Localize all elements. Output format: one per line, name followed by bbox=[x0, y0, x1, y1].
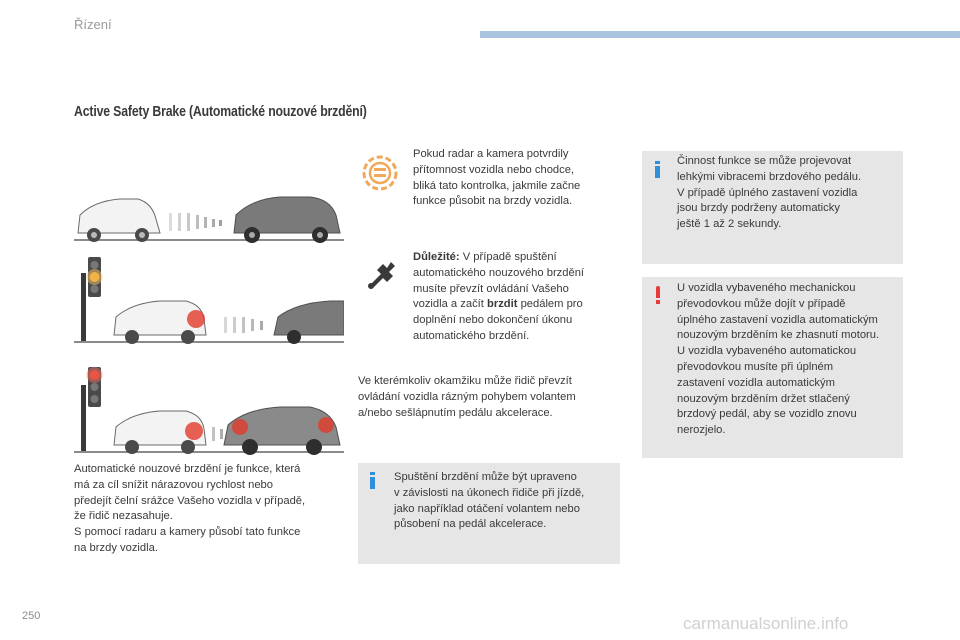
info-line: Činnost funkce se může projevovat bbox=[677, 155, 852, 167]
driver-takeover-icon bbox=[368, 262, 395, 289]
info-text: Činnost funkce se může projevovat lehkým… bbox=[677, 154, 899, 233]
intro-text: Automatické nouzové brzdění je funkce, k… bbox=[74, 462, 344, 557]
brake-alert-icon bbox=[362, 155, 398, 191]
important-bold: brzdit bbox=[487, 298, 518, 311]
override-line: ovládání vozidla rázným pohybem volantem bbox=[358, 390, 576, 403]
info-line: v závislosti na úkonech řidiče při jízdě… bbox=[394, 486, 585, 499]
important-text: Důležité: V případě spuštění automatické… bbox=[413, 250, 613, 345]
warning-line: zastavení vozidla automatickým bbox=[677, 376, 835, 389]
intro-line: Automatické nouzové brzdění je funkce, k… bbox=[74, 463, 301, 475]
important-line-brake: vozidla a začít brzdit pedálem pro bbox=[413, 297, 613, 313]
alert-line: funkce působit na brzdy vozidla. bbox=[413, 195, 573, 208]
warning-line: U vozidla vybaveného automatickou bbox=[677, 345, 857, 358]
intro-line: S pomocí radaru a kamery působí tato fun… bbox=[74, 526, 301, 539]
important-line: doplnění nebo dokončení úkonu bbox=[413, 314, 573, 327]
important-line: automatického brzdění. bbox=[413, 329, 530, 342]
warning-line: nouzovým brzděním držet stlačený bbox=[677, 392, 850, 405]
warning-box-transmission: U vozidla vybaveného mechanickou převodo… bbox=[642, 277, 903, 458]
important-line: musíte převzít ovládání Vašeho bbox=[413, 282, 569, 295]
important-pre: vozidla a začít bbox=[413, 298, 484, 311]
important-post: pedálem pro bbox=[520, 298, 583, 311]
info-box-vibration: Činnost funkce se může projevovat lehkým… bbox=[642, 151, 903, 264]
important-line: automatického nouzového brzdění bbox=[413, 266, 585, 279]
intro-line: má za cíl snížit nárazovou rychlost nebo bbox=[74, 478, 273, 491]
info-icon bbox=[369, 472, 376, 489]
important-first: V případě spuštění bbox=[462, 251, 557, 263]
alert-line: Pokud radar a kamera potvrdily bbox=[413, 148, 569, 160]
alert-line: přítomnost vozidla nebo chodce, bbox=[413, 163, 575, 176]
warning-text: U vozidla vybaveného mechanickou převodo… bbox=[677, 281, 901, 439]
override-line: a/nebo sešlápnutím pedálu akcelerace. bbox=[358, 406, 553, 419]
intro-line: že řidič nezasahuje. bbox=[74, 510, 173, 523]
illustration-car-approach bbox=[74, 196, 344, 243]
warning-line: úplného zastavení vozidla automatickým bbox=[677, 313, 878, 326]
warning-line: nouzovým brzděním ke zhasnutí motoru. bbox=[677, 329, 880, 342]
warning-line: převodovkou může dojít v případě bbox=[677, 297, 846, 310]
intro-line: předejít čelní srážce Vašeho vozidla v p… bbox=[74, 494, 306, 507]
illustration-emergency-braking bbox=[74, 367, 344, 455]
info-line: V případě úplného zastavení vozidla bbox=[677, 186, 858, 199]
override-line: Ve kterémkoliv okamžiku může řidič převz… bbox=[358, 375, 572, 387]
info-line: působení na pedál akcelerace. bbox=[394, 518, 547, 531]
info-line: jsou brzdy podrženy automaticky bbox=[677, 202, 840, 215]
important-line-first: Důležité: V případě spuštění bbox=[413, 250, 613, 266]
alert-line: bliká tato kontrolka, jakmile začne bbox=[413, 179, 581, 192]
info-text: Spuštění brzdění může být upraveno v záv… bbox=[394, 470, 614, 533]
watermark: carmanualsonline.info bbox=[683, 614, 849, 633]
info-box-brake-adjust: Spuštění brzdění může být upraveno v záv… bbox=[358, 463, 620, 564]
override-text: Ve kterémkoliv okamžiku může řidič převz… bbox=[358, 374, 620, 421]
info-line: lehkými vibracemi brzdového pedálu. bbox=[677, 170, 862, 183]
warning-line: nerozjelo. bbox=[677, 424, 726, 437]
warning-line: brzdový pedál, aby se vozidlo znovu bbox=[677, 408, 857, 421]
info-line: ještě 1 až 2 sekundy. bbox=[677, 218, 782, 231]
illustration-traffic-light-braking bbox=[74, 257, 344, 344]
warning-icon bbox=[655, 286, 662, 304]
warning-line: U vozidla vybaveného mechanickou bbox=[677, 282, 856, 294]
info-line: Spuštění brzdění může být upraveno bbox=[394, 471, 577, 483]
section-title: Řízení bbox=[74, 17, 112, 32]
page-number: 250 bbox=[22, 610, 41, 622]
page-title: Active Safety Brake (Automatické nouzové… bbox=[74, 103, 367, 120]
warning-line: převodovkou musíte při úplném bbox=[677, 360, 834, 373]
important-label: Důležité: bbox=[413, 251, 460, 263]
alert-text: Pokud radar a kamera potvrdily přítomnos… bbox=[413, 147, 613, 210]
info-icon bbox=[654, 161, 661, 178]
intro-line: na brzdy vozidla. bbox=[74, 541, 158, 554]
header-accent-bar bbox=[480, 31, 960, 38]
info-line: jako například otáčení volantem nebo bbox=[394, 502, 580, 515]
